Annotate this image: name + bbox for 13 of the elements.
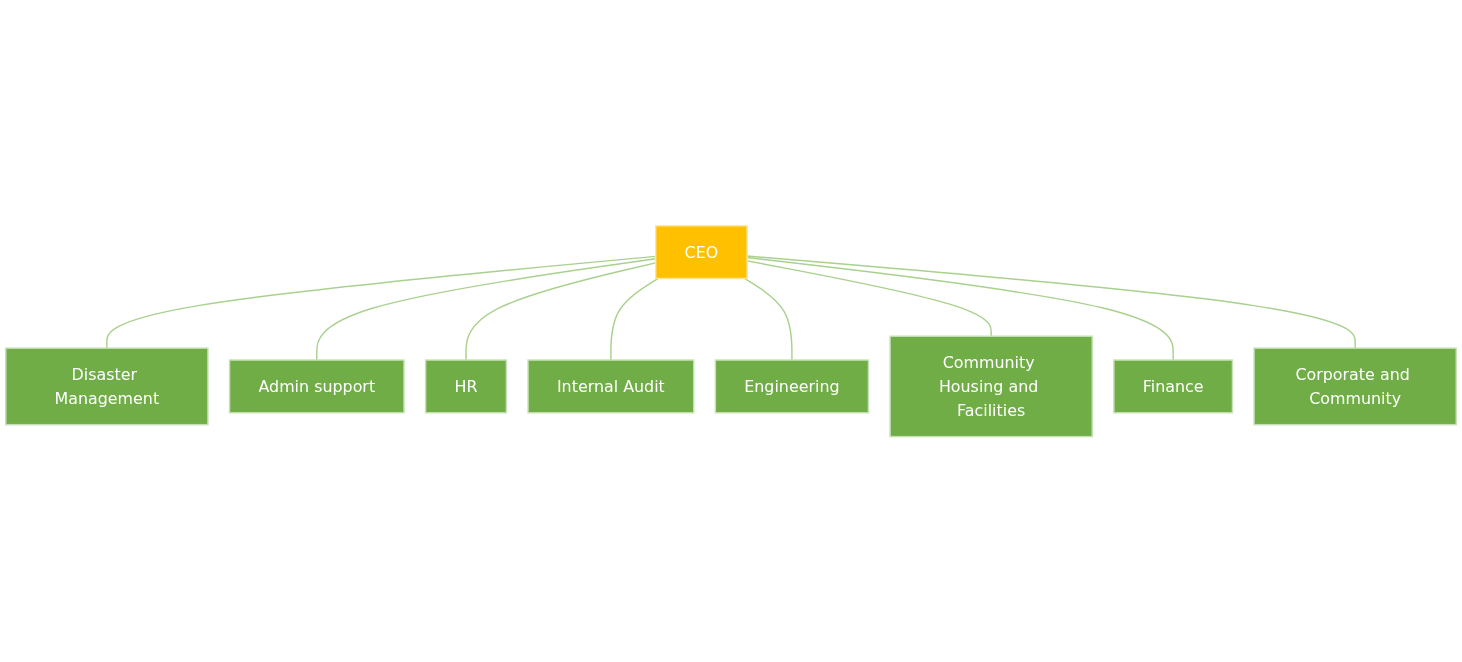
node-box: Admin support — [228, 359, 405, 414]
node-box: CEO — [655, 224, 748, 279]
node-box: Finance — [1113, 359, 1234, 414]
node-box: Engineering — [714, 359, 870, 414]
node-box: Internal Audit — [527, 359, 695, 414]
node-box: Corporate and Community — [1253, 347, 1457, 426]
connector — [465, 261, 657, 361]
connector — [316, 257, 657, 361]
node-box: HR — [424, 359, 508, 414]
node-box: Community Housing and Facilities — [889, 335, 1093, 438]
connector — [743, 277, 793, 361]
connector — [610, 277, 659, 361]
node-box: Disaster Management — [5, 347, 209, 426]
